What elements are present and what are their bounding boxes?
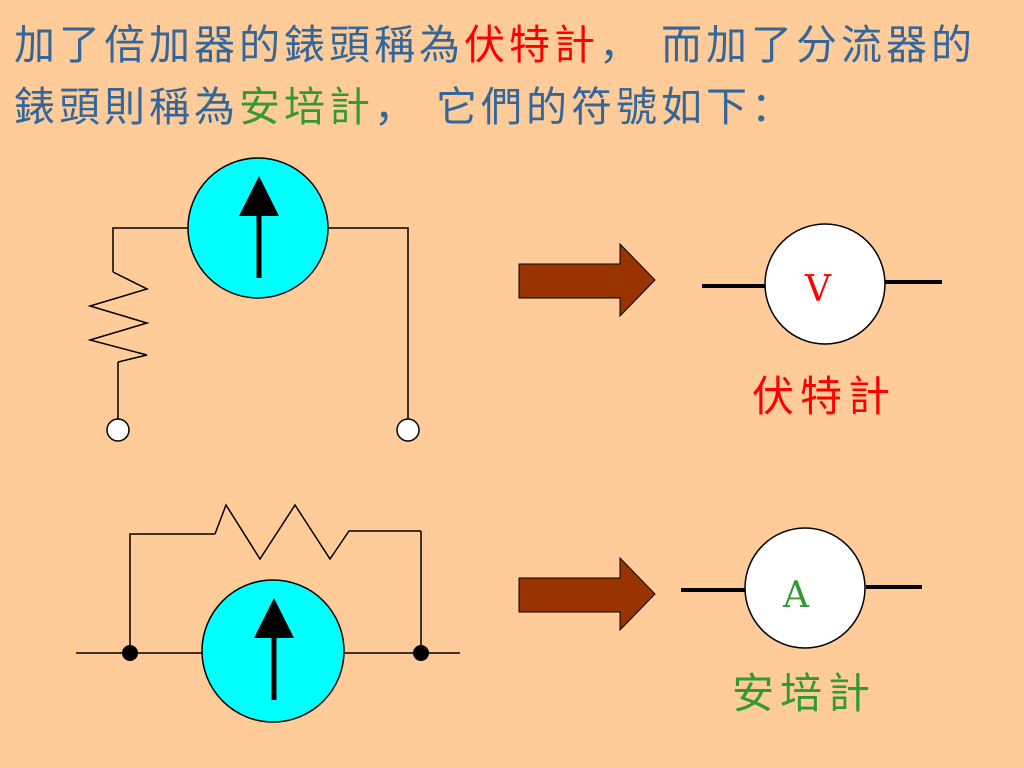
shunt-resistor [214,503,421,561]
heading-ammeter-term: 安培計 [239,83,374,131]
heading-part1: 加了倍加器的錶頭稱為 [14,21,464,69]
ammeter-circuit-junction-right [413,645,429,661]
voltmeter-circuit-terminal-right [396,418,420,442]
arrow-right-icon-top [518,242,656,318]
heading-voltmeter-term: 伏特計 [464,21,599,69]
voltmeter-letter: V [804,269,832,310]
shunt-wire-left [129,533,215,653]
voltmeter-circuit-wire-right [328,227,409,419]
ammeter-circuit [76,503,460,723]
ammeter-symbol: A [681,527,922,649]
voltmeter-circuit [87,157,420,442]
ammeter-letter: A [782,575,810,616]
ammeter-circle [744,527,866,649]
arrow-right-icon-bottom [518,556,656,632]
multiplier-resistor [87,271,150,363]
heading-part2: ， 而加了分流器的錶頭則稱為 [14,21,977,131]
heading-text: 加了倍加器的錶頭稱為伏特計， 而加了分流器的錶頭則稱為安培計， 它們的符號如下： [14,14,1014,138]
voltmeter-caption: 伏特計 [752,372,897,421]
ammeter-caption: 安培計 [732,669,877,718]
voltmeter-circle [764,223,886,345]
voltmeter-symbol: V [702,223,942,345]
heading-part3: ， 它們的符號如下： [374,83,797,131]
voltmeter-circuit-terminal-left [106,418,130,442]
ammeter-circuit-junction-left [122,645,138,661]
voltmeter-circuit-wire-left [112,227,188,272]
